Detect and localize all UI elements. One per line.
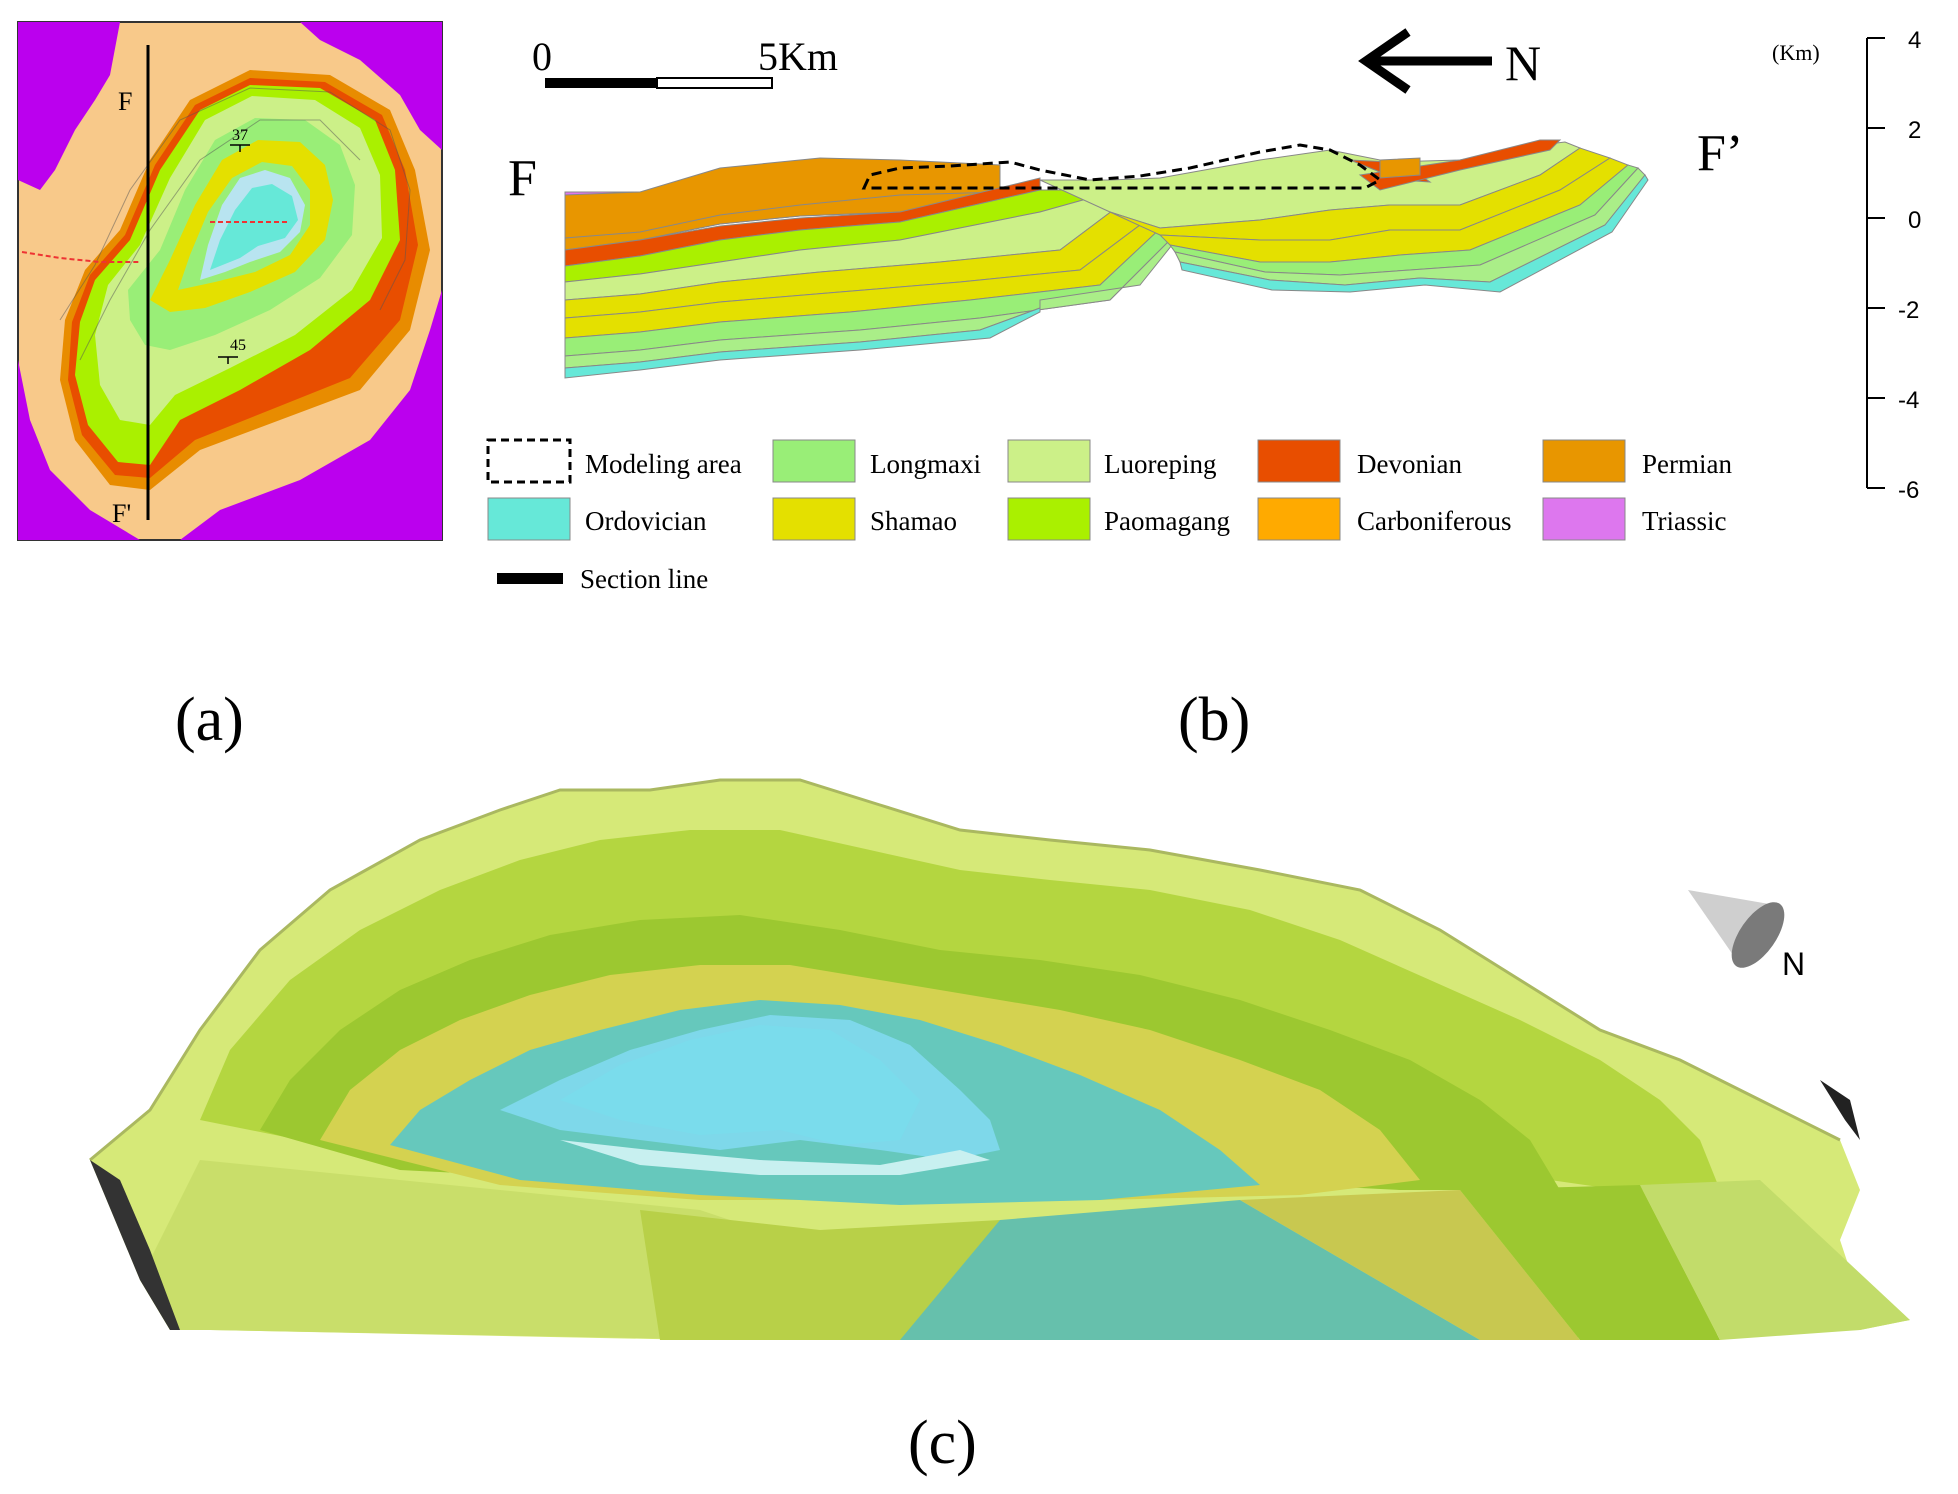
map-label-f: F — [118, 87, 132, 116]
legend-swatch-luoreping — [1007, 439, 1091, 483]
scale-start-label: 0 — [532, 34, 552, 79]
caption-c: (c) — [908, 1409, 977, 1477]
legend-swatch-shamao — [772, 497, 856, 541]
dip-label-45: 45 — [230, 337, 246, 354]
north-arrow: N — [1358, 28, 1541, 94]
depth-tick-minus-4: -4 — [1898, 387, 1919, 414]
depth-tick-2: 2 — [1908, 117, 1921, 144]
legend-swatch-longmaxi — [772, 439, 856, 483]
north-label: N — [1505, 35, 1541, 91]
legend-label-modeling-area: Modeling area — [585, 449, 742, 479]
legend-label-longmaxi: Longmaxi — [870, 449, 981, 479]
legend-swatch-paomagang — [1007, 497, 1091, 541]
legend-swatch-carboniferous — [1257, 497, 1341, 541]
legend-label-ordovician: Ordovician — [585, 506, 707, 536]
legend-label-carboniferous: Carboniferous — [1357, 506, 1511, 536]
legend-swatch-devonian — [1257, 439, 1341, 483]
legend-swatch-ordovician — [487, 497, 571, 541]
dip-label-37: 37 — [232, 127, 248, 144]
modeling-area-outline — [861, 143, 1383, 190]
legend-label-paomagang: Paomagang — [1104, 506, 1230, 536]
panel-c-3d-model: N — [89, 778, 1910, 1340]
cross-section-layers — [564, 139, 1649, 379]
legend-swatch-modeling-area — [486, 438, 572, 484]
map-label-f-prime: F' — [112, 499, 131, 528]
legend-swatch-permian — [1542, 439, 1626, 483]
depth-tick-4: 4 — [1908, 27, 1921, 54]
panel-b-section: 0 5Km N F F’ — [486, 27, 1921, 594]
section-label-f: F — [508, 150, 537, 207]
north-cone-indicator: N — [1688, 890, 1805, 982]
scale-bar: 0 5Km — [532, 34, 838, 89]
caption-b: (b) — [1178, 686, 1250, 754]
legend-swatch-section-line — [497, 573, 563, 584]
legend-label-triassic: Triassic — [1642, 506, 1727, 536]
legend-label-section-line: Section line — [580, 564, 708, 594]
depth-tick-minus-6: -6 — [1898, 477, 1919, 504]
scale-end-label: 5Km — [758, 34, 838, 79]
legend-label-permian: Permian — [1642, 449, 1732, 479]
depth-tick-0: 0 — [1908, 207, 1921, 234]
legend: Modeling area Longmaxi Luoreping Devonia… — [486, 438, 1732, 594]
legend-label-shamao: Shamao — [870, 506, 957, 536]
caption-a: (a) — [175, 686, 244, 754]
depth-axis: (Km) 4 2 0 -2 -4 -6 — [1772, 27, 1921, 504]
legend-swatch-triassic — [1542, 497, 1626, 541]
depth-axis-unit: (Km) — [1772, 40, 1820, 65]
depth-tick-minus-2: -2 — [1898, 297, 1919, 324]
legend-label-devonian: Devonian — [1357, 449, 1462, 479]
panel-a-map: F F' 37 45 — [17, 21, 443, 541]
north-cone-label: N — [1782, 946, 1805, 982]
section-label-f-prime: F’ — [1697, 125, 1743, 182]
legend-label-luoreping: Luoreping — [1104, 449, 1216, 479]
